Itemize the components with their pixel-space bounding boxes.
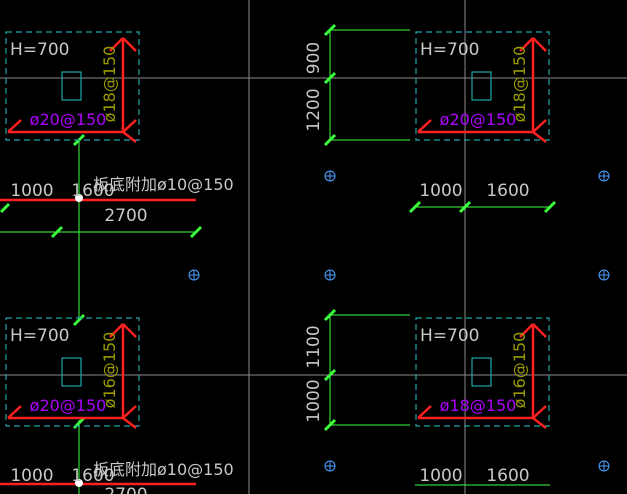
dimension-ticks <box>0 23 557 432</box>
vertical-rebar-label: ø18@150 <box>510 46 529 123</box>
dimension-text: 2700 <box>104 206 147 226</box>
circle-cross-icon <box>324 269 336 281</box>
dimension-text: 1600 <box>71 466 114 486</box>
vertical-rebar-label: ø16@150 <box>510 332 529 409</box>
reference-point <box>75 479 83 487</box>
pad-height-label: H=700 <box>420 40 479 60</box>
dimension-text: 1200 <box>304 88 324 131</box>
reference-point <box>75 194 83 202</box>
dimension-text: 1600 <box>71 181 114 201</box>
circle-cross-icon <box>598 170 610 182</box>
column-outline <box>61 357 82 387</box>
circle-cross-icon <box>324 170 336 182</box>
rebar-bend <box>417 37 547 143</box>
horizontal-rebar-label: ø20@150 <box>30 110 107 129</box>
dimension-text: 1100 <box>304 325 324 368</box>
pad-height-label: H=700 <box>10 40 69 60</box>
extra-rebar-annotation: 板底附加ø10@150 <box>93 175 234 194</box>
vertical-rebar-label: ø16@150 <box>100 332 119 409</box>
axis-markers <box>188 170 610 472</box>
pad-height-label: H=700 <box>420 326 479 346</box>
horizontal-rebar-label: ø20@150 <box>30 396 107 415</box>
circle-cross-icon <box>598 460 610 472</box>
horizontal-rebar-label: ø20@150 <box>440 110 517 129</box>
rebar-bend <box>417 323 547 429</box>
circle-cross-icon <box>598 269 610 281</box>
dimension-text: 900 <box>304 42 324 74</box>
horizontal-rebar-label: ø18@150 <box>440 396 517 415</box>
circle-cross-icon <box>188 269 200 281</box>
vertical-rebar-label: ø18@150 <box>100 46 119 123</box>
rebar-bend <box>7 323 137 429</box>
column-outline <box>471 357 492 387</box>
column-outline <box>471 71 492 101</box>
rebar-bend <box>7 37 137 143</box>
circle-cross-icon <box>324 460 336 472</box>
dimension-lines <box>0 29 550 494</box>
rebar-lines <box>0 198 196 486</box>
dimension-text: 2700 <box>104 485 147 494</box>
dimension-text: 1000 <box>10 181 53 201</box>
column-outline <box>61 71 82 101</box>
extra-rebar-annotation: 板底附加ø10@150 <box>93 460 234 479</box>
pad-height-label: H=700 <box>10 326 69 346</box>
dimension-text: 1000 <box>304 379 324 422</box>
dimension-text: 1000 <box>419 181 462 201</box>
dimension-text: 1600 <box>486 181 529 201</box>
dimension-text: 1000 <box>10 466 53 486</box>
dimension-text: 1600 <box>486 466 529 486</box>
dimension-text: 1000 <box>419 466 462 486</box>
